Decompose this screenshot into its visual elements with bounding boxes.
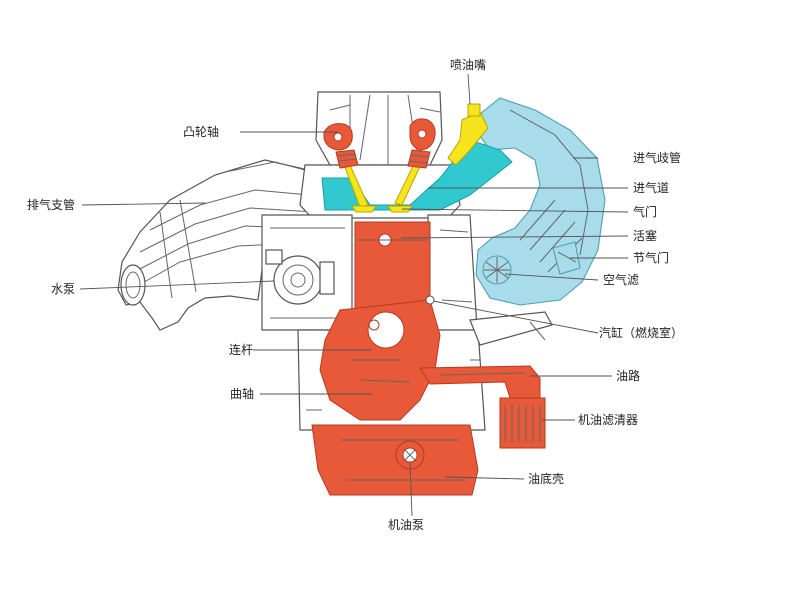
intake-manifold-drawing	[469, 97, 606, 306]
label-cylinder: 汽缸（燃烧室）	[599, 326, 684, 340]
label-camshaft: 凸轮轴	[183, 125, 220, 139]
label-oil-pump: 机油泵	[388, 518, 425, 532]
label-valve: 气门	[633, 205, 658, 219]
lubrication-system-drawing	[311, 221, 546, 496]
label-piston: 活塞	[633, 229, 658, 243]
injector-drawing	[447, 103, 489, 166]
label-water-pump: 水泵	[51, 282, 76, 296]
intake-port-drawing	[321, 139, 513, 211]
label-intake-manifold: 进气歧管	[633, 151, 682, 165]
water-pump-drawing	[265, 249, 335, 305]
label-oil-passage: 油路	[616, 369, 641, 383]
label-throttle: 节气门	[633, 251, 670, 265]
label-intake-port: 进气道	[633, 181, 670, 195]
camshaft-drawing	[323, 118, 436, 169]
label-exhaust-manifold: 排气支管	[27, 198, 76, 212]
leader-lines	[79, 73, 629, 517]
label-connecting-rod: 连杆	[229, 343, 254, 357]
label-crankshaft: 曲轴	[230, 387, 255, 401]
label-injector: 喷油嘴	[450, 58, 487, 72]
label-air-filter: 空气滤	[603, 273, 640, 287]
label-oil-filter: 机油滤清器	[578, 413, 639, 427]
label-oil-pan: 油底壳	[528, 472, 565, 486]
